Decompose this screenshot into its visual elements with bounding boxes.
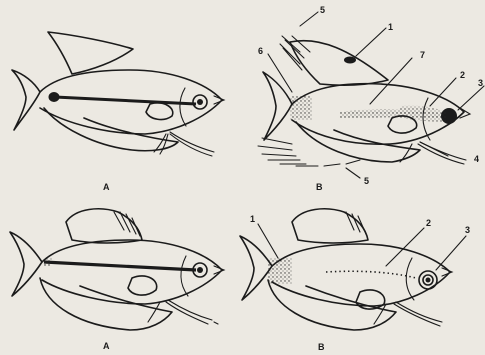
fish-b-top-label-6: 6 <box>258 46 263 56</box>
fish-b-top: 5 1 6 7 2 3 4 5 B <box>258 5 484 192</box>
fish-b-top-label-1: 1 <box>388 22 393 32</box>
fish-b-bottom-label-3: 3 <box>465 225 470 235</box>
fish-b-top-label-3: 3 <box>478 78 483 88</box>
fish-b-bottom-label-2: 2 <box>426 218 431 228</box>
fish-b-top-label-4: 4 <box>474 154 479 164</box>
fish-b-top-label-5b: 5 <box>364 176 369 186</box>
fish-b-top-label-5a: 5 <box>320 5 325 15</box>
fish-a-bottom: A <box>10 209 224 351</box>
fish-b-top-label-7: 7 <box>420 50 425 60</box>
fish-a-top-caption: A <box>103 182 110 192</box>
fish-b-bottom: 1 2 3 B <box>240 209 470 352</box>
fish-b-top-caption: B <box>316 182 323 192</box>
fish-b-bottom-caption: B <box>318 342 325 352</box>
fish-b-top-label-2: 2 <box>460 70 465 80</box>
fish-a-top: A <box>12 32 224 192</box>
fish-a-bottom-caption: A <box>103 341 110 351</box>
fish-b-bottom-label-1: 1 <box>250 214 255 224</box>
